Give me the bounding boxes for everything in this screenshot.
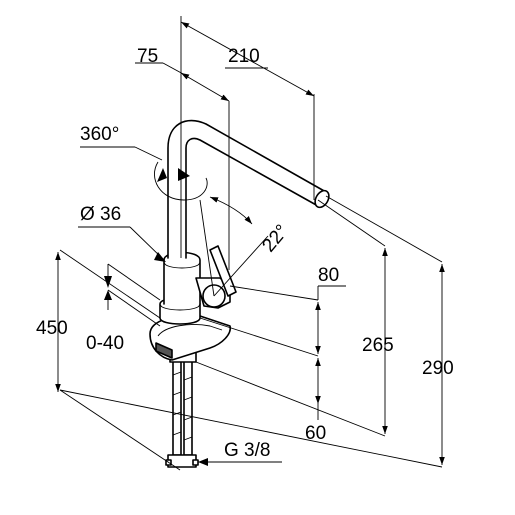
label-offset: 75 [137, 46, 158, 67]
label-deck-thickness: 0-40 [86, 333, 124, 354]
label-deck-height: 80 [318, 265, 339, 286]
dimension-reach [135, 16, 315, 270]
label-lever-angle: 22° [258, 221, 293, 257]
dimension-connection [198, 458, 282, 466]
dimension-rotation [80, 146, 208, 201]
dimension-hose [55, 249, 181, 471]
faucet-outline [149, 119, 330, 468]
label-connection: G 3/8 [224, 440, 270, 461]
dimension-diameter [78, 226, 166, 262]
rotation-arrow-b [178, 168, 190, 181]
rotation-arc [154, 161, 208, 201]
collar-ring [159, 303, 201, 311]
label-rotation: 360° [80, 124, 119, 145]
dimension-heights [59, 195, 445, 468]
spout-tube [167, 119, 327, 259]
plate-dark-face [155, 342, 173, 359]
label-base-depth: 60 [305, 423, 326, 444]
rotation-arrow-a [157, 168, 167, 182]
label-diameter: Ø 36 [80, 204, 121, 225]
mixer-body [163, 251, 201, 305]
plate-edge [157, 324, 223, 337]
body-ring [163, 261, 201, 269]
label-reach: 210 [228, 46, 260, 67]
hose-nut-flats [165, 459, 199, 466]
label-total-height: 290 [422, 358, 454, 379]
dimension-lever-angle [199, 196, 269, 297]
spout-outlet [314, 189, 330, 209]
hose-right [183, 359, 193, 456]
lever-handle [209, 245, 237, 297]
label-spout-height: 265 [362, 335, 394, 356]
label-hose-length: 450 [36, 318, 68, 339]
